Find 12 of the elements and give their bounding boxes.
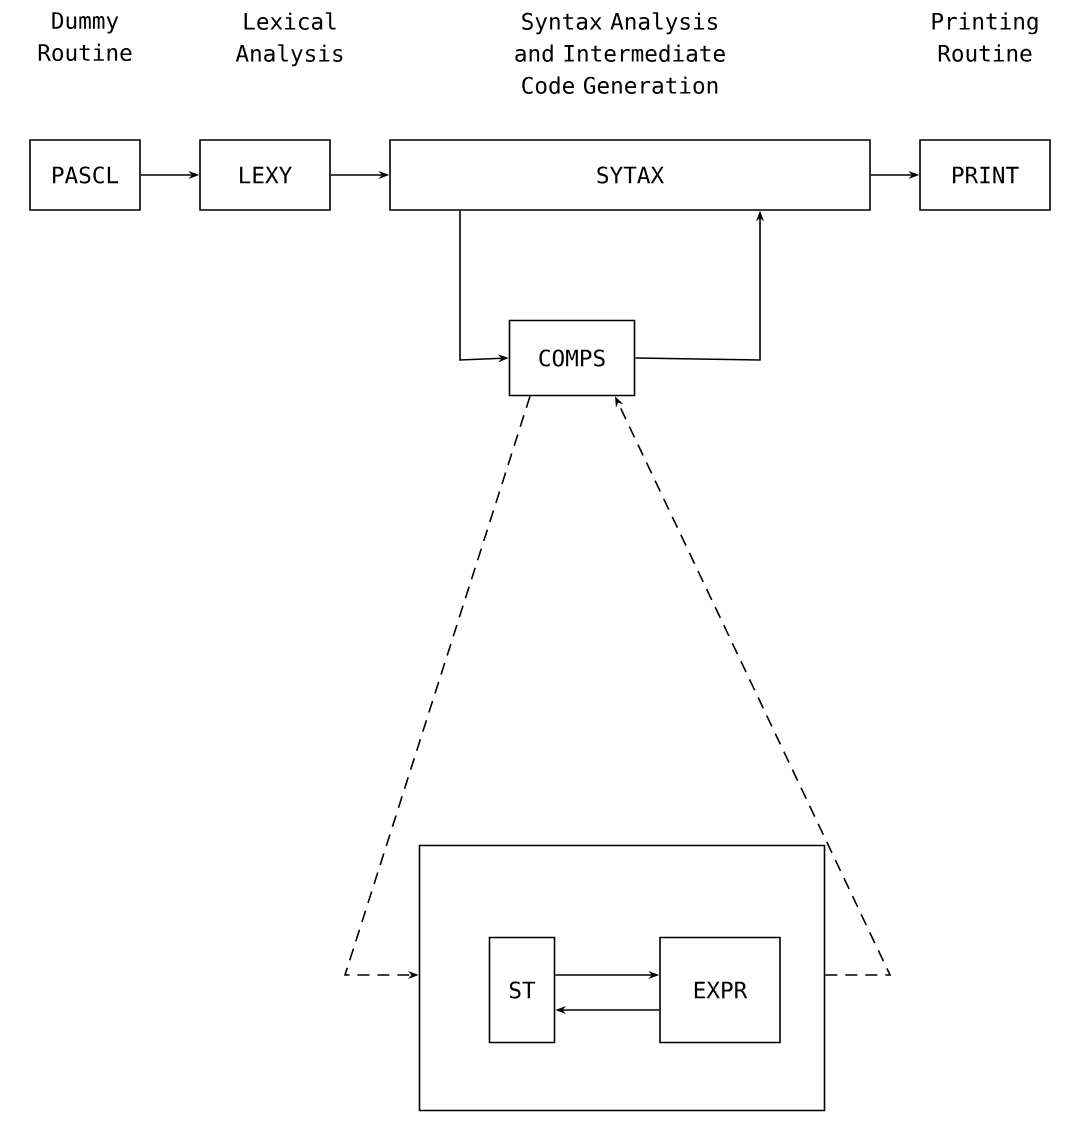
module-box: ST bbox=[488, 936, 556, 1044]
module-box: PRINT bbox=[919, 139, 1051, 211]
module-box: PASCL bbox=[29, 139, 141, 211]
heading: Lexical Analysis bbox=[235, 12, 343, 67]
heading: Printing Routine bbox=[932, 12, 1038, 62]
module-box: COMPS bbox=[508, 319, 636, 397]
heading: Dummy Routine bbox=[38, 12, 132, 62]
module-box: SYTAX bbox=[389, 139, 871, 211]
module-box: EXPR bbox=[659, 936, 781, 1044]
module-box: LEXY bbox=[199, 139, 331, 211]
heading: Syntax Analysis and Intermediate Code Generation bbox=[515, 12, 725, 94]
module-box bbox=[418, 844, 826, 1112]
